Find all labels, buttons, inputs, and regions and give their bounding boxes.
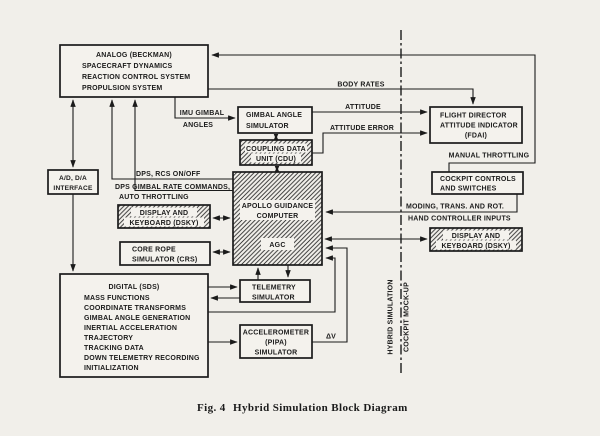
agc-text-patch-2 bbox=[261, 238, 294, 250]
agc-acronym: AGC bbox=[269, 242, 285, 249]
pipa-box-frame bbox=[239, 324, 313, 359]
label-moding-1: MODING, TRANS. AND ROT. bbox=[406, 204, 504, 211]
agc-line-2: COMPUTER bbox=[257, 213, 299, 220]
label-moding-2: HAND CONTROLLER INPUTS bbox=[408, 216, 511, 223]
sds-line-6: TRAJECTORY bbox=[84, 335, 133, 342]
sds-line-3: COORDINATE TRANSFORMS bbox=[84, 305, 186, 312]
coupling-data-unit-box: COUPLING DATA UNIT (CDU) bbox=[239, 139, 313, 166]
sds-line-8: DOWN TELEMETRY RECORDING bbox=[84, 355, 200, 362]
cdu-text-patch-1 bbox=[245, 143, 307, 153]
accelerometer-pipa-box: ACCELEROMETER (PIPA) SIMULATOR bbox=[239, 324, 313, 359]
label-imu-gimbal-1: IMU GIMBAL bbox=[180, 110, 225, 117]
dsky-right-text-patch-1 bbox=[443, 230, 509, 240]
crs-line-1: CORE ROPE bbox=[132, 247, 176, 254]
label-attitude-error: ATTITUDE ERROR bbox=[330, 125, 394, 132]
analog-line-4: PROPULSION SYSTEM bbox=[82, 85, 162, 92]
sds-line-9: INITIALIZATION bbox=[84, 365, 139, 372]
digital-sds-box: DIGITAL (SDS) MASS FUNCTIONS COORDINATE … bbox=[59, 273, 209, 378]
dsky-right-box: DISPLAY AND KEYBOARD (DSKY) bbox=[429, 227, 523, 252]
pipa-line-1: ACCELEROMETER bbox=[243, 330, 309, 337]
ad-da-interface-box-frame bbox=[47, 169, 99, 195]
cockpit-line-1: COCKPIT CONTROLS bbox=[440, 176, 516, 183]
label-dps-rcs: DPS, RCS ON/OFF bbox=[136, 171, 201, 178]
dsky-right-line-2: KEYBOARD (DSKY) bbox=[441, 243, 510, 250]
label-attitude: ATTITUDE bbox=[345, 104, 381, 111]
gas-line-2: SIMULATOR bbox=[246, 123, 289, 130]
interface-line-1: A/D, D/A bbox=[59, 175, 87, 182]
label-manual-throttling: MANUAL THROTTLING bbox=[449, 153, 530, 160]
label-dps-gimbal-2: AUTO THROTTLING bbox=[119, 194, 189, 201]
apollo-guidance-computer-box: APOLLO GUIDANCE COMPUTER AGC bbox=[232, 171, 323, 266]
cockpit-line-2: AND SWITCHES bbox=[440, 186, 497, 193]
fdai-line-3: (FDAI) bbox=[465, 133, 487, 140]
cockpit-controls-box: COCKPIT CONTROLS AND SWITCHES bbox=[431, 171, 524, 195]
dsky-left-text-patch-1 bbox=[131, 207, 197, 217]
dsky-left-box: DISPLAY AND KEYBOARD (DSKY) bbox=[117, 204, 211, 229]
sds-line-5: INERTIAL ACCELERATION bbox=[84, 325, 177, 332]
gimbal-angle-simulator-box-frame bbox=[237, 106, 313, 134]
connector-moding-hand-controller bbox=[325, 194, 518, 215]
connector-dps-rcs-onoff bbox=[109, 99, 233, 180]
pipa-line-3: SIMULATOR bbox=[255, 350, 298, 357]
divider-label-hybrid-simulation: HYBRID SIMULATION bbox=[388, 279, 395, 354]
connector-attitude-error bbox=[312, 130, 428, 154]
telemetry-simulator-box: TELEMETRY SIMULATOR bbox=[239, 279, 311, 303]
ad-da-interface-box: A/D, D/A INTERFACE bbox=[47, 169, 99, 195]
telemetry-box-frame bbox=[239, 279, 311, 303]
sds-line-7: TRACKING DATA bbox=[84, 345, 144, 352]
dsky-left-line-2: KEYBOARD (DSKY) bbox=[129, 220, 198, 227]
digital-sds-box-frame bbox=[59, 273, 209, 378]
sds-line-title: DIGITAL (SDS) bbox=[109, 284, 160, 291]
connector-pipa-agc-deltav bbox=[312, 245, 348, 343]
cdu-line-1: COUPLING DATA bbox=[246, 146, 306, 153]
telemetry-line-1: TELEMETRY bbox=[252, 285, 296, 292]
crs-box-frame bbox=[119, 241, 211, 266]
label-body-rates: BODY RATES bbox=[337, 82, 384, 89]
analog-line-title: ANALOG (BECKMAN) bbox=[96, 52, 172, 59]
sds-line-2: MASS FUNCTIONS bbox=[84, 295, 150, 302]
agc-line-1: APOLLO GUIDANCE bbox=[242, 203, 314, 210]
crs-line-2: SIMULATOR (CRS) bbox=[132, 257, 197, 264]
label-delta-v: ΔV bbox=[326, 334, 336, 341]
fdai-line-1: FLIGHT DIRECTOR bbox=[440, 113, 507, 120]
dsky-right-text-patch-2 bbox=[436, 240, 516, 250]
pipa-line-2: (PIPA) bbox=[265, 340, 287, 347]
fdai-line-2: ATTITUDE INDICATOR bbox=[440, 123, 518, 130]
fdai-box: FLIGHT DIRECTOR ATTITUDE INDICATOR (FDAI… bbox=[429, 106, 523, 144]
connector-dps-gimbal-rate bbox=[132, 99, 233, 192]
cockpit-controls-box-frame bbox=[431, 171, 524, 195]
connector-sds-agc bbox=[208, 255, 336, 313]
analog-line-3: REACTION CONTROL SYSTEM bbox=[82, 74, 190, 81]
connector-manual-throttling bbox=[211, 52, 536, 172]
telemetry-line-2: SIMULATOR bbox=[252, 295, 295, 302]
cdu-text-patch-2 bbox=[251, 153, 301, 163]
analog-beckman-box: ANALOG (BECKMAN) SPACECRAFT DYNAMICS REA… bbox=[59, 44, 209, 98]
agc-text-patch-1 bbox=[240, 200, 315, 220]
dsky-left-line-1: DISPLAY AND bbox=[140, 210, 189, 217]
sds-line-4: GIMBAL ANGLE GENERATION bbox=[84, 315, 190, 322]
connector-body-rates bbox=[208, 88, 476, 105]
cdu-line-2: UNIT (CDU) bbox=[256, 156, 296, 163]
figure-caption-title: Hybrid Simulation Block Diagram bbox=[233, 402, 408, 414]
gas-line-1: GIMBAL ANGLE bbox=[246, 112, 302, 119]
label-dps-gimbal-1: DPS GIMBAL RATE COMMANDS, bbox=[115, 184, 230, 191]
core-rope-simulator-box: CORE ROPE SIMULATOR (CRS) bbox=[119, 241, 211, 266]
interface-line-2: INTERFACE bbox=[53, 185, 93, 192]
dsky-right-line-1: DISPLAY AND bbox=[452, 233, 501, 240]
gimbal-angle-simulator-box: GIMBAL ANGLE SIMULATOR bbox=[237, 106, 313, 134]
analog-beckman-box-frame bbox=[59, 44, 209, 98]
fdai-box-frame bbox=[429, 106, 523, 144]
figure-caption-number: Fig. 4 bbox=[197, 402, 226, 414]
divider-label-cockpit-mockup: COCKPIT MOCK-UP bbox=[404, 282, 411, 352]
dsky-left-text-patch-2 bbox=[124, 217, 204, 227]
connector-imu-gimbal-angles bbox=[174, 97, 236, 121]
label-imu-gimbal-2: ANGLES bbox=[183, 122, 213, 129]
analog-line-2: SPACECRAFT DYNAMICS bbox=[82, 63, 173, 70]
